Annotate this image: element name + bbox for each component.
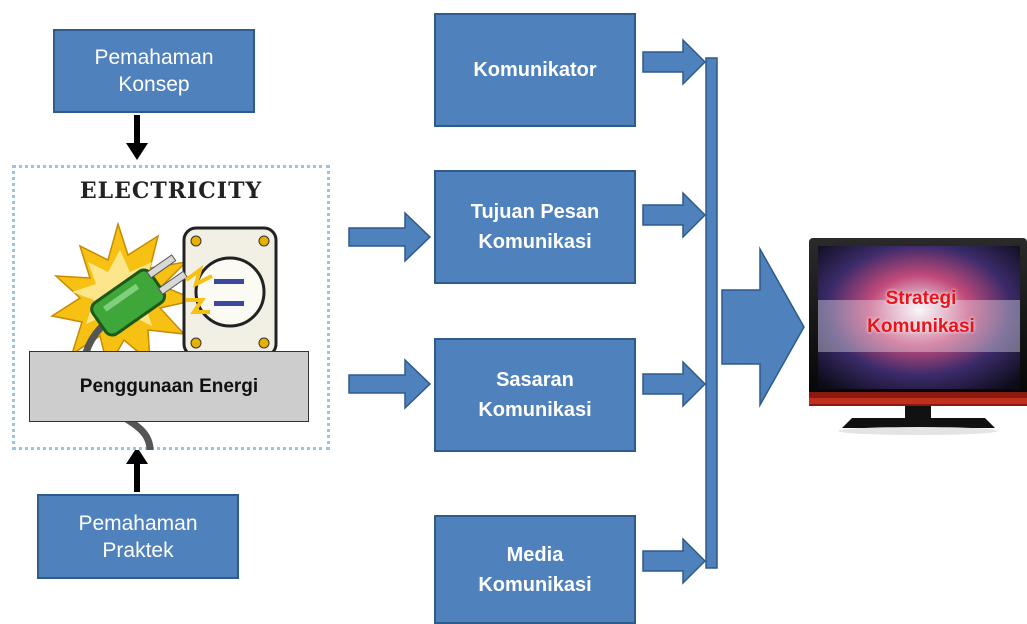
right-block-arrow-icon	[348, 358, 432, 410]
message-purpose-box: Tujuan Pesan Komunikasi	[434, 170, 636, 284]
down-arrow-icon	[126, 115, 148, 160]
right-block-arrow-icon	[642, 537, 707, 585]
communication-target-box: Sasaran Komunikasi	[434, 338, 636, 452]
communication-strategy-label: Strategi Komunikasi	[867, 288, 975, 337]
television-icon	[809, 238, 1027, 435]
up-arrow-icon	[126, 447, 148, 492]
energy-usage-label: Penggunaan Energi	[29, 351, 309, 422]
communicator-box: Komunikator	[434, 13, 636, 127]
communication-media-box: Media Komunikasi	[434, 515, 636, 624]
big-right-arrow-icon	[721, 246, 805, 408]
connector-bar	[705, 57, 718, 569]
right-block-arrow-icon	[642, 191, 707, 239]
right-block-arrow-icon	[348, 211, 432, 263]
right-block-arrow-icon	[642, 38, 707, 86]
practice-understanding-box: Pemahaman Praktek	[37, 494, 239, 579]
concept-understanding-box: Pemahaman Konsep	[53, 29, 255, 113]
clipart-title: ELECTRICITY	[79, 178, 263, 204]
right-block-arrow-icon	[642, 360, 707, 408]
